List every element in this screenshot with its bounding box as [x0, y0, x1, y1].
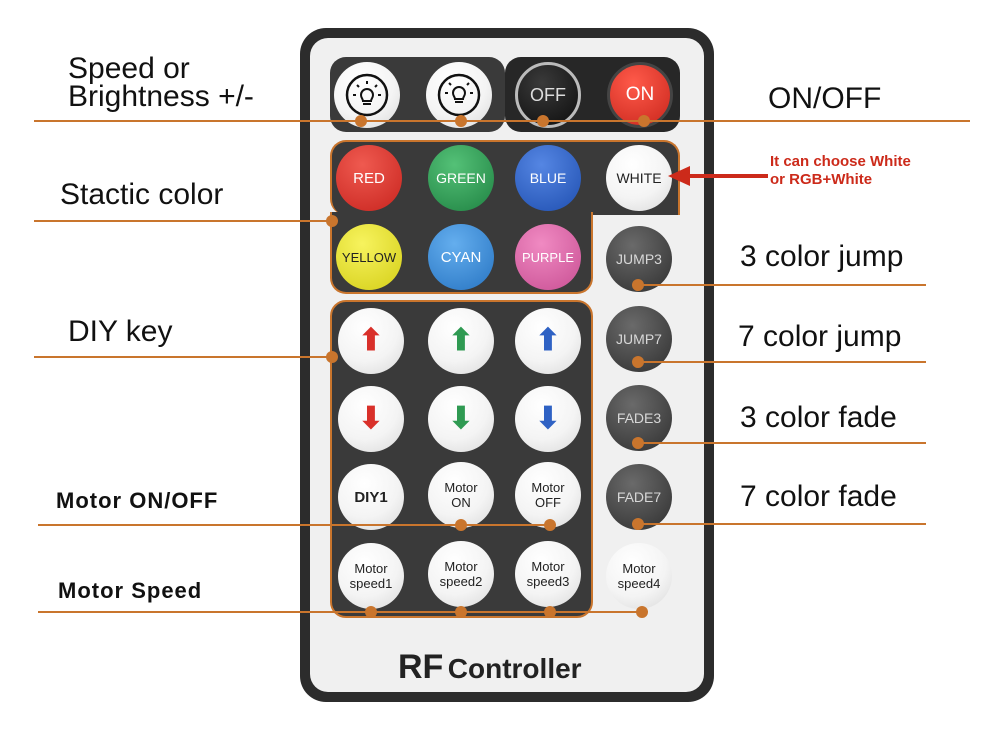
- jump7-line: [638, 361, 926, 363]
- dot-motor-on: [455, 519, 467, 531]
- red-button[interactable]: RED: [336, 145, 402, 211]
- off-button[interactable]: OFF: [515, 62, 581, 128]
- speed3-line2: speed3: [526, 574, 570, 589]
- fade3-label: 3 color fade: [740, 401, 897, 434]
- arrow-up-icon: ⬆: [448, 324, 474, 357]
- dot-off: [537, 115, 549, 127]
- yellow-button-label: YELLOW: [341, 249, 397, 265]
- jump7-label: 7 color jump: [738, 320, 902, 353]
- motor-on-line2: ON: [451, 495, 471, 510]
- motor-on-line1: Motor: [444, 480, 478, 495]
- white-button-label: WHITE: [616, 170, 662, 186]
- note-line1: It can choose White: [770, 153, 911, 170]
- blue-down-button[interactable]: ⬇: [515, 386, 581, 452]
- motor-speed3-button[interactable]: Motor speed3: [515, 541, 581, 607]
- blue-button-label: BLUE: [529, 170, 567, 186]
- motor-speed4-button[interactable]: Motor speed4: [606, 543, 672, 609]
- motor-speed2-button[interactable]: Motor speed2: [428, 541, 494, 607]
- remote-title-rf: RF: [398, 648, 444, 686]
- diy1-button-label: DIY1: [354, 488, 388, 506]
- brightness-up-button[interactable]: [334, 62, 400, 128]
- diy-key-line: [34, 356, 334, 358]
- fade3-button-label: FADE3: [616, 410, 662, 426]
- purple-button[interactable]: PURPLE: [515, 224, 581, 290]
- dot-speed4: [636, 606, 648, 618]
- dot-speed2: [455, 606, 467, 618]
- diy1-button[interactable]: DIY1: [338, 464, 404, 530]
- remote-title: RF Controller: [398, 650, 582, 684]
- cyan-button-label: CYAN: [440, 248, 482, 266]
- green-button[interactable]: GREEN: [428, 145, 494, 211]
- dot-brightness-up: [355, 115, 367, 127]
- on-button-label: ON: [625, 84, 655, 105]
- fade7-button-label: FADE7: [616, 489, 662, 505]
- dot-brightness-down: [455, 115, 467, 127]
- speed4-line1: Motor: [622, 561, 656, 576]
- dot-jump7: [632, 356, 644, 368]
- diy-key-label: DIY key: [68, 315, 173, 348]
- red-up-button[interactable]: ⬆: [338, 308, 404, 374]
- motor-on-button[interactable]: Motor ON: [428, 462, 494, 528]
- motor-speed1-button[interactable]: Motor speed1: [338, 543, 404, 609]
- dot-fade3: [632, 437, 644, 449]
- static-color-line: [34, 220, 332, 222]
- speed-label-line1: Speed or: [68, 52, 190, 85]
- speed2-line2: speed2: [439, 574, 483, 589]
- dot-diy-key: [326, 351, 338, 363]
- motor-off-line1: Motor: [531, 480, 565, 495]
- white-button[interactable]: WHITE: [606, 145, 672, 211]
- arrow-up-icon: ⬆: [358, 324, 384, 357]
- purple-button-label: PURPLE: [521, 249, 575, 265]
- brightness-down-icon: [437, 73, 481, 117]
- blue-button[interactable]: BLUE: [515, 145, 581, 211]
- brightness-up-icon: [345, 73, 389, 117]
- dot-on: [638, 115, 650, 127]
- arrow-down-icon: ⬇: [358, 402, 384, 435]
- red-down-button[interactable]: ⬇: [338, 386, 404, 452]
- green-down-button[interactable]: ⬇: [428, 386, 494, 452]
- speed4-line2: speed4: [617, 576, 661, 591]
- speed1-line2: speed1: [349, 576, 393, 591]
- speed2-line1: Motor: [444, 559, 478, 574]
- speed-label-line2: Brightness +/-: [68, 80, 254, 113]
- motor-off-line2: OFF: [535, 495, 561, 510]
- cyan-button[interactable]: CYAN: [428, 224, 494, 290]
- static-color-label: Stactic color: [60, 178, 224, 211]
- arrow-down-icon: ⬇: [448, 402, 474, 435]
- green-button-label: GREEN: [436, 170, 486, 186]
- dot-fade7: [632, 518, 644, 530]
- onoff-label: ON/OFF: [768, 82, 882, 115]
- fade3-line: [638, 442, 926, 444]
- dot-speed3: [544, 606, 556, 618]
- note-arrow-icon: [668, 166, 768, 186]
- motor-onoff-label: Motor ON/OFF: [56, 488, 219, 513]
- green-up-button[interactable]: ⬆: [428, 308, 494, 374]
- motor-speed-label: Motor Speed: [58, 578, 203, 603]
- arrow-down-icon: ⬇: [535, 402, 561, 435]
- speed3-line1: Motor: [531, 559, 565, 574]
- jump7-button-label: JUMP7: [616, 331, 662, 347]
- remote-title-controller: Controller: [447, 653, 582, 684]
- jump3-label: 3 color jump: [740, 240, 904, 273]
- dot-speed1: [365, 606, 377, 618]
- motor-speed-line: [38, 611, 642, 613]
- jump3-line: [638, 284, 926, 286]
- note-line2: or RGB+White: [770, 171, 873, 188]
- dot-motor-off: [544, 519, 556, 531]
- arrow-up-icon: ⬆: [535, 324, 561, 357]
- yellow-button[interactable]: YELLOW: [336, 224, 402, 290]
- fade7-line: [638, 523, 926, 525]
- jump3-button-label: JUMP3: [616, 251, 662, 267]
- speed1-line1: Motor: [354, 561, 388, 576]
- fade7-label: 7 color fade: [740, 480, 897, 513]
- motor-off-button[interactable]: Motor OFF: [515, 462, 581, 528]
- blue-up-button[interactable]: ⬆: [515, 308, 581, 374]
- dot-static-color: [326, 215, 338, 227]
- speed-line: [34, 120, 970, 122]
- off-button-label: OFF: [530, 84, 566, 105]
- dot-jump3: [632, 279, 644, 291]
- motor-onoff-line: [38, 524, 550, 526]
- red-button-label: RED: [353, 169, 385, 187]
